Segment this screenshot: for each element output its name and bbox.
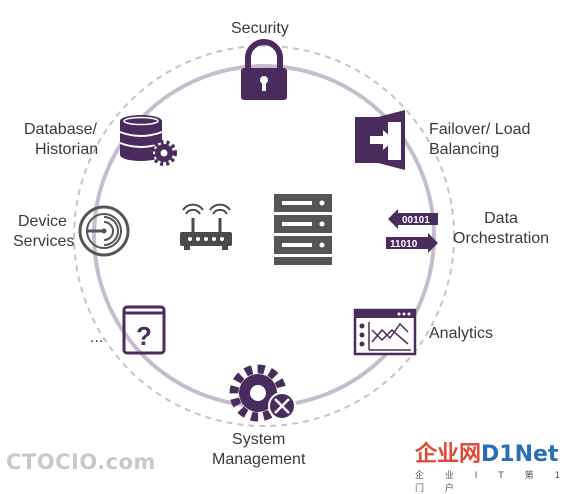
database-label: Database/ Historian [24, 120, 98, 160]
wrench-icon [268, 392, 296, 420]
watermark-d1net-sub: 企 业 I T 第 1 门 户 [415, 471, 570, 494]
watermark-d1net-en: D1Net [481, 442, 559, 467]
data-orchestration-label: Data Orchestration [453, 209, 549, 249]
security-label: Security [231, 19, 289, 39]
device-text-2: Services [13, 233, 75, 250]
ellipsis-label: ... [90, 328, 103, 348]
failover-icon [355, 110, 405, 170]
question-doc-icon: ? [122, 305, 166, 355]
device-services-label: Device Services [13, 212, 74, 252]
failover-text-1: Failover/ Load [429, 121, 531, 138]
data-arrows-icon: 00101 11010 [386, 209, 438, 253]
padlock-icon [241, 39, 287, 100]
gear-icon [151, 140, 177, 166]
data-text-1: Data [484, 210, 518, 227]
watermark-d1net-cn: 企业网 [415, 442, 482, 467]
analytics-icon [353, 308, 417, 356]
database-text-1: Database/ [24, 121, 97, 138]
diagram-canvas: 00101 11010 ? [73, 39, 455, 427]
device-text-1: Device [18, 213, 67, 230]
router-icon [180, 203, 232, 250]
system-text-1: System [232, 431, 286, 448]
failover-label: Failover/ Load Balancing [429, 120, 530, 160]
security-text: Security [231, 20, 289, 37]
system-text-2: Management [212, 451, 306, 468]
watermark-ctocio: CTOCIO.com [6, 450, 156, 474]
binary-bottom: 11010 [390, 239, 418, 250]
database-text-2: Historian [35, 141, 99, 158]
failover-text-2: Balancing [429, 141, 500, 158]
data-text-2: Orchestration [453, 230, 550, 247]
server-stack-icon [274, 194, 332, 265]
watermark-d1net: 企业网D1Net 企 业 I T 第 1 门 户 [415, 436, 577, 494]
device-dial-icon [78, 205, 130, 257]
database-icon [119, 115, 163, 161]
ellipsis-text: ... [90, 329, 104, 346]
binary-top: 00101 [402, 215, 430, 226]
watermark-d1net-main: 企业网D1Net [415, 436, 577, 468]
analytics-text: Analytics [429, 325, 494, 342]
question-mark: ? [136, 321, 152, 351]
system-management-label: System Management [212, 430, 305, 470]
outer-dashed-ring [73, 45, 455, 427]
analytics-label: Analytics [429, 324, 493, 344]
